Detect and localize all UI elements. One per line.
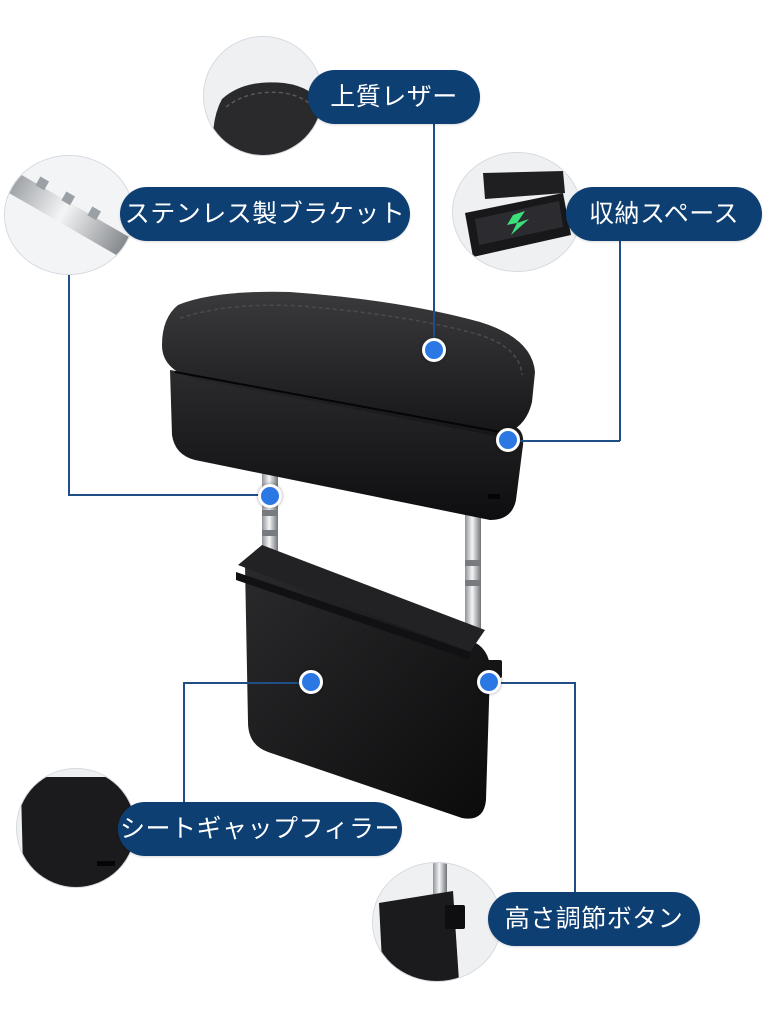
leather-texture-icon: [203, 36, 323, 156]
leader-button-h: [490, 682, 574, 684]
leader-button-v: [574, 682, 576, 892]
leader-storage-h: [510, 440, 620, 442]
filler-point-dot: [299, 670, 323, 694]
leader-filler-v: [183, 682, 185, 802]
leader-bracket-v: [68, 270, 70, 495]
bracket-label-pill: ステンレス製ブラケット: [120, 187, 410, 241]
bracket-point-dot: [258, 484, 282, 508]
leader-filler-h: [183, 682, 311, 684]
storage-box-body: [170, 370, 524, 520]
leather-label-pill: 上質レザー: [308, 70, 480, 124]
storage-label-pill: 収納スペース: [566, 187, 762, 241]
leather-cushion: [162, 291, 535, 436]
storage-point-dot: [496, 428, 520, 452]
button-label-pill: 高さ調節ボタン: [488, 892, 700, 946]
height-button-icon: [372, 862, 502, 982]
stainless-bracket-icon: [4, 155, 134, 275]
leader-bracket-h: [68, 494, 268, 496]
leader-leather-v: [433, 124, 435, 349]
filler-label-pill: シートギャップフィラー: [118, 802, 402, 856]
button-point-dot: [477, 670, 501, 694]
storage-box-icon: [452, 152, 582, 272]
leather-point-dot: [422, 338, 446, 362]
gap-filler-icon: [16, 768, 136, 888]
leader-storage-v: [619, 240, 621, 441]
